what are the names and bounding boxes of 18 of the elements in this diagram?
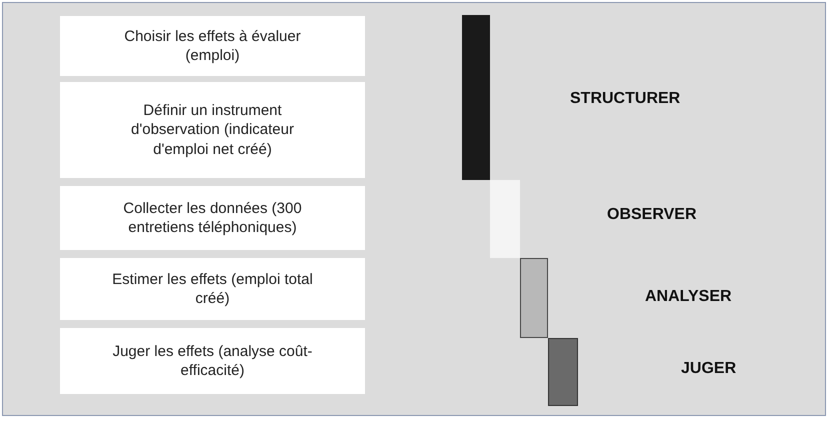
phase-bar (462, 15, 490, 180)
phase-label: ANALYSER (645, 288, 732, 306)
step-text: Estimer les effets (emploi total créé) (111, 270, 314, 308)
phase-label: STRUCTURER (570, 90, 680, 108)
step-box (60, 16, 365, 76)
step-text: Définir un instrument d'observation (indicateur d'emploi net créé) (130, 100, 295, 160)
step-box (60, 328, 365, 394)
phase-bar (490, 180, 520, 258)
step-box (60, 186, 365, 250)
phase-label: JUGER (681, 360, 736, 378)
phase-label: OBSERVER (607, 206, 697, 224)
step-box (60, 82, 365, 178)
step-text: Collecter les données (300 entretiens téléphoniques) (122, 198, 303, 238)
step-text: Juger les effets (analyse coût-efficacité) (112, 342, 314, 380)
step-text: Choisir les effets à évaluer (emploi) (123, 26, 302, 66)
phase-bar (520, 258, 548, 338)
phase-bar (548, 338, 578, 406)
step-box (60, 258, 365, 320)
